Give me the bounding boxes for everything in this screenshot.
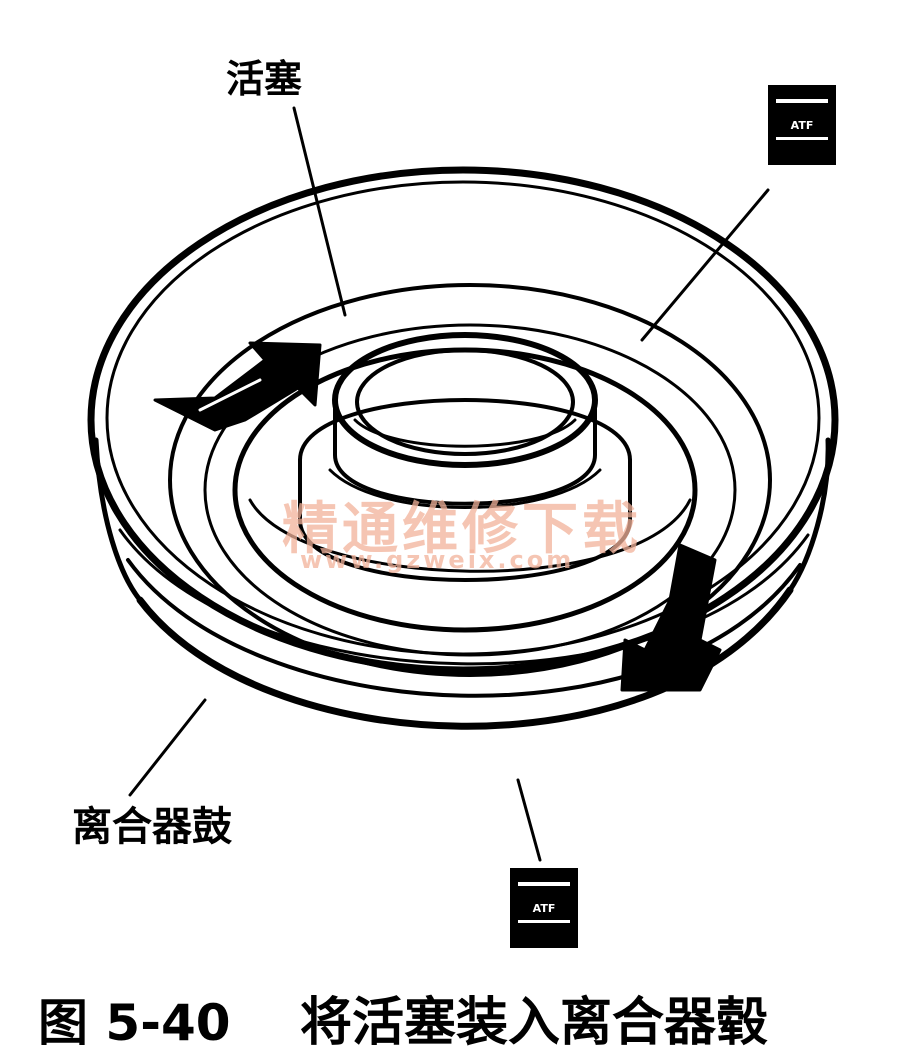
clutch-drum-drawing [87,106,839,862]
atf-bottle-icon: ATF [510,868,578,948]
atf-bottle-icon: ATF [768,85,836,165]
rotation-arrow-icon [620,543,722,692]
clutch-drum-label: 离合器鼓 [72,804,233,850]
piston-label: 活塞 [226,57,302,101]
rotation-arrow-icon [153,341,322,432]
watermark-cn: 精通维修下载 [282,497,642,562]
atf-label: ATF [791,119,814,132]
atf-label: ATF [533,902,556,915]
figure-caption: 将活塞装入离合器毂 [300,993,768,1053]
figure-number: 图 5-40 [38,994,231,1052]
watermark-url: www.gzweix.com [300,546,574,574]
